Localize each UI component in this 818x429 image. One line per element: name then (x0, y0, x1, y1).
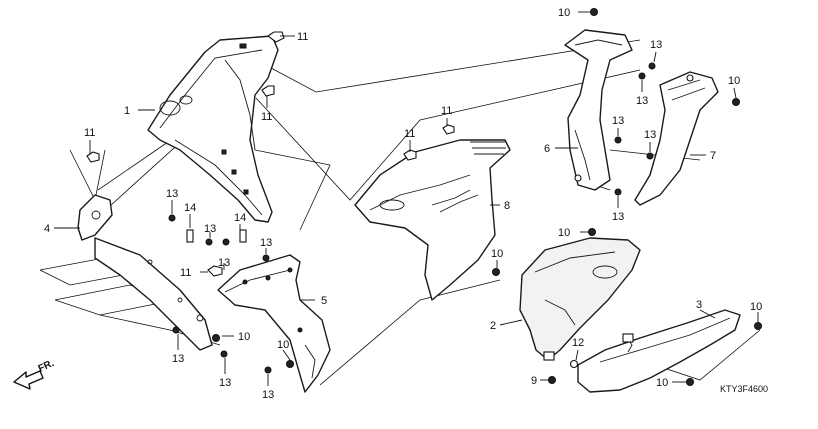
callout-14: 14 (184, 202, 196, 214)
catalog-code: KTY3F4600 (720, 384, 768, 394)
clip-11 (442, 124, 455, 135)
bolt-10 (590, 8, 598, 16)
bolt-13 (648, 62, 656, 70)
grommet-14 (239, 229, 247, 243)
bolt-10 (492, 268, 500, 276)
callout-13: 13 (166, 188, 178, 200)
part-5-side-panel (217, 254, 331, 393)
part-6-stay (564, 29, 633, 191)
callout-11: 11 (180, 267, 191, 279)
clip-11 (403, 149, 417, 161)
clip-11 (267, 31, 285, 43)
bolt-10 (286, 360, 294, 368)
callout-12: 12 (572, 337, 584, 349)
callout-4: 4 (44, 223, 50, 235)
bolt-10 (732, 98, 740, 106)
callout-10: 10 (728, 75, 740, 87)
callouts: 1 11 11 11 4 13 14 13 14 13 11 13 5 13 1… (44, 7, 762, 401)
callout-13: 13 (260, 237, 272, 249)
callout-7: 7 (710, 150, 716, 162)
callout-13: 13 (218, 257, 230, 269)
part-2-under-cowl (519, 237, 641, 361)
bolt-13 (638, 72, 646, 80)
bolt-13 (614, 136, 622, 144)
callout-10: 10 (238, 331, 250, 343)
bolt-13 (222, 238, 230, 246)
bolt-13 (172, 326, 180, 334)
bolt-10 (686, 378, 694, 386)
callout-10: 10 (750, 301, 762, 313)
callout-6: 6 (544, 143, 550, 155)
bolt-13 (614, 188, 622, 196)
bolt-13 (646, 152, 654, 160)
callout-11: 11 (404, 128, 415, 140)
callout-10: 10 (277, 339, 289, 351)
callout-11: 11 (441, 105, 452, 117)
callout-13: 13 (262, 389, 274, 401)
callout-9: 9 (531, 375, 537, 387)
callout-10: 10 (558, 7, 570, 19)
bolt-13 (168, 214, 176, 222)
bolt-10 (212, 334, 220, 342)
callout-2: 2 (490, 320, 496, 332)
clip-11 (261, 85, 275, 97)
callout-13: 13 (612, 211, 624, 223)
bolt-12 (569, 359, 579, 369)
callout-13: 13 (172, 353, 184, 365)
callout-10: 10 (558, 227, 570, 239)
part-3-lower-cowl (577, 309, 741, 393)
callout-10: 10 (491, 248, 503, 260)
part-4-bracket (77, 194, 213, 351)
callout-13: 13 (644, 129, 656, 141)
callout-13: 13 (612, 115, 624, 127)
bolt-10 (588, 228, 596, 236)
callout-13: 13 (219, 377, 231, 389)
callout-11: 11 (261, 111, 272, 123)
callout-3: 3 (696, 299, 702, 311)
callout-13: 13 (204, 223, 216, 235)
front-indicator-label: FR. (37, 358, 56, 375)
callout-13: 13 (636, 95, 648, 107)
grommet-14 (186, 229, 194, 243)
callout-1: 1 (124, 105, 130, 117)
clip-11 (86, 151, 100, 163)
bolt-13 (262, 254, 270, 262)
callout-14: 14 (234, 212, 246, 224)
bolt-13 (220, 350, 228, 358)
bolt-10 (754, 322, 762, 330)
front-arrow-icon (13, 370, 44, 390)
callout-11: 11 (84, 127, 95, 139)
part-7-side-trim (634, 71, 719, 206)
part-1-inner-cowl (147, 35, 279, 223)
callout-5: 5 (321, 295, 327, 307)
callout-13: 13 (650, 39, 662, 51)
callout-11: 11 (297, 31, 308, 43)
clip-11 (207, 265, 223, 277)
leader-lines (54, 11, 759, 386)
bolt-13 (205, 238, 213, 246)
bolt-9 (548, 376, 556, 384)
callout-8: 8 (504, 200, 510, 212)
part-8-side-cowl (354, 139, 511, 301)
front-direction-indicator: FR. (13, 358, 56, 390)
fasteners (86, 8, 762, 386)
bolt-13 (264, 366, 272, 374)
callout-10: 10 (656, 377, 668, 389)
